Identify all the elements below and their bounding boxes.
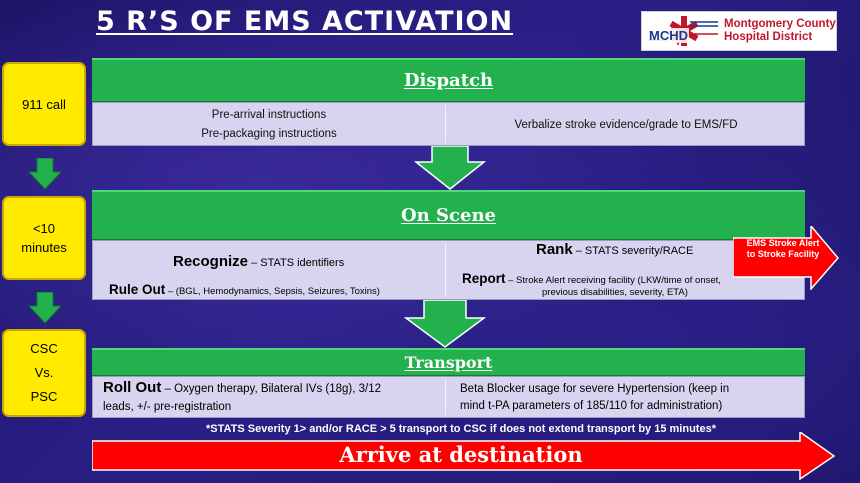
dispatch-panel: Pre-arrival instructions Pre-packaging i… (92, 102, 805, 146)
beta-blocker-line1: Beta Blocker usage for severe Hypertensi… (460, 383, 730, 395)
beta-blocker-line2: mind t-PA parameters of 185/110 for admi… (460, 400, 723, 412)
recognize-detail: – STATS identifiers (248, 257, 345, 269)
down-arrow-icon (28, 158, 62, 190)
timeline-step-csc: CSC (30, 341, 58, 356)
report-detail-2: previous disabilities, severity, ETA) (542, 287, 688, 298)
ems-alert-line2: to Stroke Facility (746, 249, 820, 259)
report-line: Report – Stroke Alert receiving facility… (462, 270, 721, 288)
arrive-at-destination: Arrive at destination (339, 442, 583, 467)
timeline-step-911-label: 911 call (22, 96, 66, 112)
on-scene-left-cell: Recognize – STATS identifiers Rule Out –… (93, 241, 445, 301)
down-arrow-icon (28, 292, 62, 324)
ems-alert-arrow-icon (733, 226, 839, 290)
down-arrow-icon (404, 300, 486, 348)
roll-out-line: Roll Out – Oxygen therapy, Bilateral IVs… (103, 379, 443, 398)
on-scene-panel: Recognize – STATS identifiers Rule Out –… (92, 240, 805, 300)
timeline-step-10-line1: <10 (32, 221, 56, 236)
roll-out-label: Roll Out (103, 379, 162, 396)
transport-panel: Roll Out – Oxygen therapy, Bilateral IVs… (92, 376, 805, 418)
roll-out-detail: – Oxygen therapy, Bilateral IVs (18g), 3… (161, 383, 382, 395)
ems-alert-line1: EMS Stroke Alert (746, 238, 820, 248)
transport-left-cell: Roll Out – Oxygen therapy, Bilateral IVs… (103, 379, 443, 419)
arrive-arrow-icon (92, 432, 836, 480)
dispatch-pre-arrival: Pre-arrival instructions (211, 109, 327, 121)
transport-header: Transport (92, 348, 805, 376)
dispatch-verbalize: Verbalize stroke evidence/grade to EMS/F… (514, 119, 738, 131)
timeline-step-vs: Vs. (34, 365, 54, 380)
roll-out-detail-2: leads, +/- pre-registration (103, 401, 232, 413)
ems-alert-text: EMS Stroke Alert to Stroke Facility (735, 238, 831, 260)
logo-text: Montgomery County Hospital District (724, 18, 836, 44)
timeline-step-psc: PSC (30, 389, 58, 404)
timeline-step-10-minutes: <10 minutes (2, 196, 86, 280)
logo-mark-text: MCHD (648, 28, 689, 43)
dispatch-pre-packaging: Pre-packaging instructions (201, 128, 337, 140)
rank-label: Rank (536, 241, 573, 258)
mchd-logo: MCHD Montgomery County Hospital District (641, 11, 837, 51)
rank-detail: – STATS severity/RACE (572, 245, 694, 257)
transport-right-cell: Beta Blocker usage for severe Hypertensi… (460, 381, 806, 419)
timeline-step-911: 911 call (2, 62, 86, 146)
on-scene-right-cell: Rank – STATS severity/RACE Report – Stro… (446, 241, 806, 301)
on-scene-header: On Scene (92, 190, 805, 240)
page-title: 5 R’S OF EMS ACTIVATION (96, 6, 514, 37)
down-arrow-icon (414, 146, 486, 190)
rule-out-line: Rule Out – (BGL, Hemodynamics, Sepsis, S… (109, 281, 380, 299)
report-detail: – Stroke Alert receiving facility (LKW/t… (505, 275, 721, 286)
logo-line2: Hospital District (724, 31, 813, 43)
logo-line1: Montgomery County (724, 18, 836, 30)
timeline-step-10-line2: minutes (21, 240, 67, 255)
dispatch-right-cell: Verbalize stroke evidence/grade to EMS/F… (446, 103, 806, 147)
transport-criteria-note: *STATS Severity 1> and/or RACE > 5 trans… (206, 423, 716, 435)
recognize-label: Recognize (173, 253, 249, 270)
logo-mark: MCHD (646, 14, 720, 48)
timeline-step-csc-psc: CSC Vs. PSC (2, 329, 86, 417)
rule-out-label: Rule Out (109, 282, 166, 297)
rule-out-detail: – (BGL, Hemodynamics, Sepsis, Seizures, … (165, 286, 380, 297)
dispatch-header: Dispatch (92, 58, 805, 102)
report-label: Report (462, 271, 506, 286)
dispatch-left-cell: Pre-arrival instructions Pre-packaging i… (93, 103, 445, 147)
recognize-line: Recognize – STATS identifiers (173, 253, 344, 271)
rank-line: Rank – STATS severity/RACE (536, 241, 693, 259)
